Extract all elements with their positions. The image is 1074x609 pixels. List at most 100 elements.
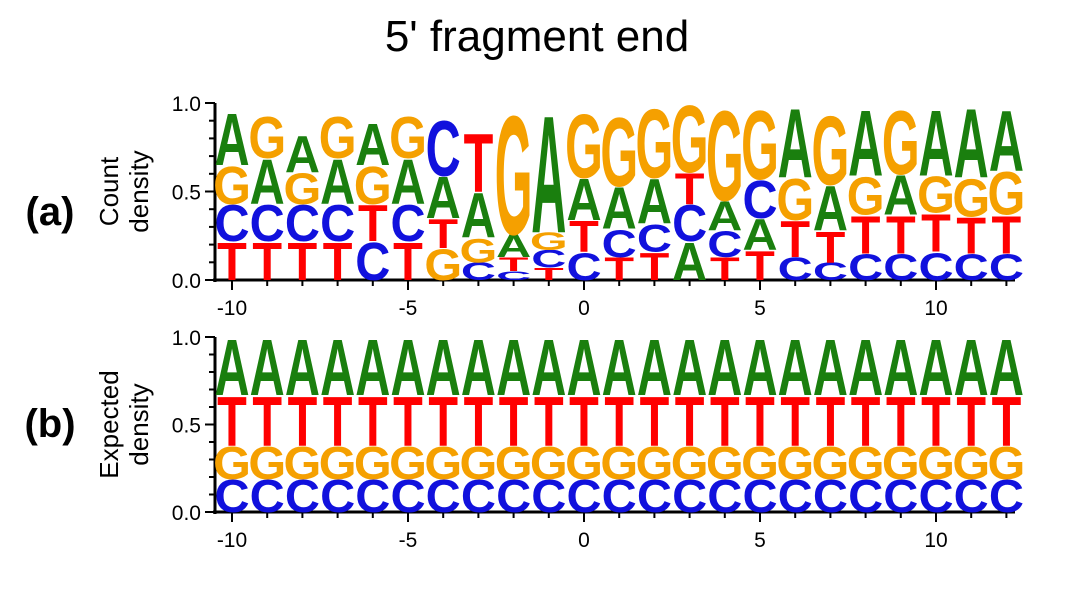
logo-glyph-T: T bbox=[604, 251, 634, 287]
logo-glyph-C: C bbox=[426, 471, 461, 523]
y-tick-label: 0.5 bbox=[172, 415, 201, 438]
logo-glyph-G: G bbox=[671, 86, 709, 193]
logo-glyph-C: C bbox=[320, 195, 355, 253]
logo-glyph-T: T bbox=[252, 231, 282, 292]
y-axis-label: density bbox=[124, 383, 154, 465]
y-tick-label: 0.5 bbox=[172, 182, 201, 205]
logo-glyph-G: G bbox=[495, 438, 533, 490]
logo-glyph-T: T bbox=[252, 381, 282, 460]
logo-glyph-A: A bbox=[742, 323, 777, 413]
logo-glyph-C: C bbox=[214, 195, 249, 253]
logo-glyph-G: G bbox=[354, 438, 392, 490]
y-axis-label: Expected bbox=[94, 370, 124, 478]
x-tick-label: 5 bbox=[754, 297, 766, 320]
x-tick-label: 10 bbox=[924, 297, 947, 320]
logo-glyph-G: G bbox=[882, 93, 920, 194]
logo-glyph-G: G bbox=[600, 99, 638, 208]
y-axis-label: density bbox=[124, 150, 154, 232]
logo-glyph-T: T bbox=[886, 204, 916, 265]
logo-glyph-A: A bbox=[496, 323, 531, 413]
logo-glyph-G: G bbox=[988, 438, 1026, 490]
logo-glyph-T: T bbox=[464, 117, 494, 210]
logo-glyph-T: T bbox=[675, 381, 705, 460]
logo-glyph-C: C bbox=[954, 248, 989, 289]
logo-glyph-G: G bbox=[741, 92, 779, 201]
logo-glyph-A: A bbox=[883, 164, 918, 227]
logo-glyph-A: A bbox=[602, 323, 637, 413]
logo-glyph-C: C bbox=[778, 251, 813, 287]
x-tick-label: 5 bbox=[754, 529, 766, 552]
logo-glyph-A: A bbox=[778, 323, 813, 413]
logo-glyph-G: G bbox=[636, 90, 674, 199]
logo-glyph-C: C bbox=[602, 222, 637, 266]
logo-glyph-G: G bbox=[389, 438, 427, 490]
logo-glyph-A: A bbox=[848, 323, 883, 413]
logo-glyph-A: A bbox=[320, 323, 355, 413]
logo-glyph-A: A bbox=[672, 231, 707, 292]
logo-glyph-A: A bbox=[778, 90, 813, 199]
logo-glyph-T: T bbox=[992, 204, 1022, 265]
logo-glyph-C: C bbox=[707, 224, 742, 265]
x-tick-label: -5 bbox=[399, 529, 418, 552]
logo-glyph-T: T bbox=[745, 381, 775, 460]
logo-glyph-G: G bbox=[248, 438, 286, 490]
logo-glyph-G: G bbox=[847, 438, 885, 490]
logo-glyph-C: C bbox=[848, 248, 883, 289]
logo-glyph-C: C bbox=[250, 195, 285, 253]
y-axis-label: Count bbox=[94, 156, 124, 226]
logo-glyph-G: G bbox=[354, 154, 392, 215]
logo-glyph-T: T bbox=[288, 231, 318, 292]
logo-glyph-A: A bbox=[637, 323, 672, 413]
logo-glyph-T: T bbox=[886, 381, 916, 460]
logo-glyph-C: C bbox=[778, 471, 813, 523]
logo-glyph-A: A bbox=[954, 90, 989, 199]
logo-glyph-T: T bbox=[851, 381, 881, 460]
logo-glyph-T: T bbox=[745, 242, 775, 289]
logo-glyph-T: T bbox=[288, 381, 318, 460]
logo-glyph-T: T bbox=[640, 245, 670, 289]
logo-glyph-T: T bbox=[499, 253, 529, 275]
logo-glyph-T: T bbox=[393, 381, 423, 460]
logo-glyph-C: C bbox=[637, 217, 672, 261]
logo-glyph-A: A bbox=[461, 181, 496, 252]
logo-glyph-A: A bbox=[742, 210, 777, 260]
logo-glyph-A: A bbox=[989, 323, 1024, 413]
logo-glyph-T: T bbox=[780, 211, 810, 269]
logo-glyph-C: C bbox=[672, 471, 707, 523]
logo-glyph-G: G bbox=[847, 165, 885, 226]
logo-glyph-C: C bbox=[707, 471, 742, 523]
logo-glyph-G: G bbox=[917, 166, 955, 224]
logo-glyph-T: T bbox=[569, 212, 599, 262]
logo-glyph-T: T bbox=[464, 381, 494, 460]
logo-glyph-C: C bbox=[320, 471, 355, 523]
logo-glyph-G: G bbox=[530, 228, 568, 255]
logo-glyph-G: G bbox=[284, 164, 322, 214]
logo-glyph-T: T bbox=[428, 210, 458, 257]
logo-glyph-G: G bbox=[812, 97, 850, 206]
logo-glyph-C: C bbox=[742, 169, 777, 230]
logo-glyph-G: G bbox=[671, 438, 709, 490]
logo-glyph-T: T bbox=[640, 381, 670, 460]
logo-glyph-G: G bbox=[460, 231, 498, 269]
logo-glyph-T: T bbox=[428, 381, 458, 460]
logo-glyph-A: A bbox=[355, 323, 390, 413]
logo-glyph-C: C bbox=[918, 245, 953, 289]
logo-glyph-T: T bbox=[921, 202, 951, 263]
logo-glyph-G: G bbox=[284, 438, 322, 490]
logo-glyph-T: T bbox=[393, 231, 423, 292]
panel-label: (a) bbox=[26, 190, 75, 234]
logo-glyph-C: C bbox=[355, 471, 390, 523]
logo-glyph-T: T bbox=[780, 381, 810, 460]
logo-glyph-G: G bbox=[248, 105, 286, 171]
logo-glyph-G: G bbox=[530, 438, 568, 490]
logo-glyph-C: C bbox=[566, 471, 601, 523]
logo-glyph-T: T bbox=[956, 207, 986, 265]
logo-glyph-C: C bbox=[989, 248, 1024, 289]
logo-glyph-C: C bbox=[813, 471, 848, 523]
logo-glyph-C: C bbox=[954, 471, 989, 523]
logo-glyph-G: G bbox=[706, 85, 744, 228]
logo-glyph-T: T bbox=[851, 204, 881, 265]
